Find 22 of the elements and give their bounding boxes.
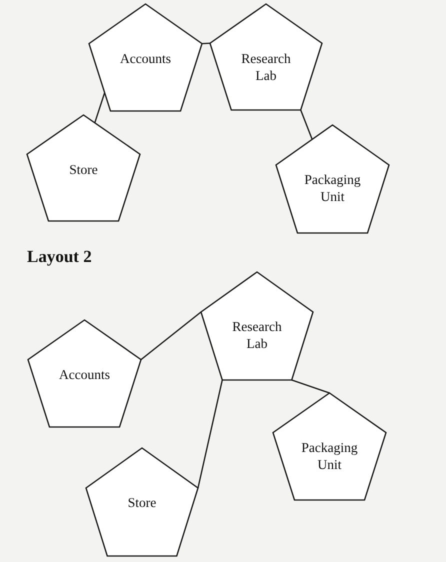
node-label: Research Lab [231, 318, 283, 352]
connector-line [300, 110, 313, 140]
node-label: Research Lab [240, 50, 292, 84]
pentagon-node [89, 4, 202, 111]
connector-line [292, 379, 330, 394]
pentagon-node [276, 125, 389, 233]
pentagon-node [273, 393, 386, 500]
node-label: Accounts [119, 50, 172, 67]
pentagon-node [86, 448, 198, 556]
node-label: Accounts [58, 366, 111, 383]
pentagon-node [28, 320, 141, 427]
pentagon-node [27, 115, 140, 221]
pentagon-node [210, 4, 322, 110]
connector-line [197, 380, 223, 488]
connector-line [94, 92, 106, 124]
node-label: Store [126, 494, 158, 511]
connector-line [140, 311, 202, 360]
pentagon-node [201, 272, 313, 380]
section-heading: Layout 2 [27, 247, 92, 267]
node-label: Packaging Unit [300, 439, 359, 473]
node-label: Packaging Unit [303, 171, 362, 205]
node-label: Store [68, 161, 99, 178]
